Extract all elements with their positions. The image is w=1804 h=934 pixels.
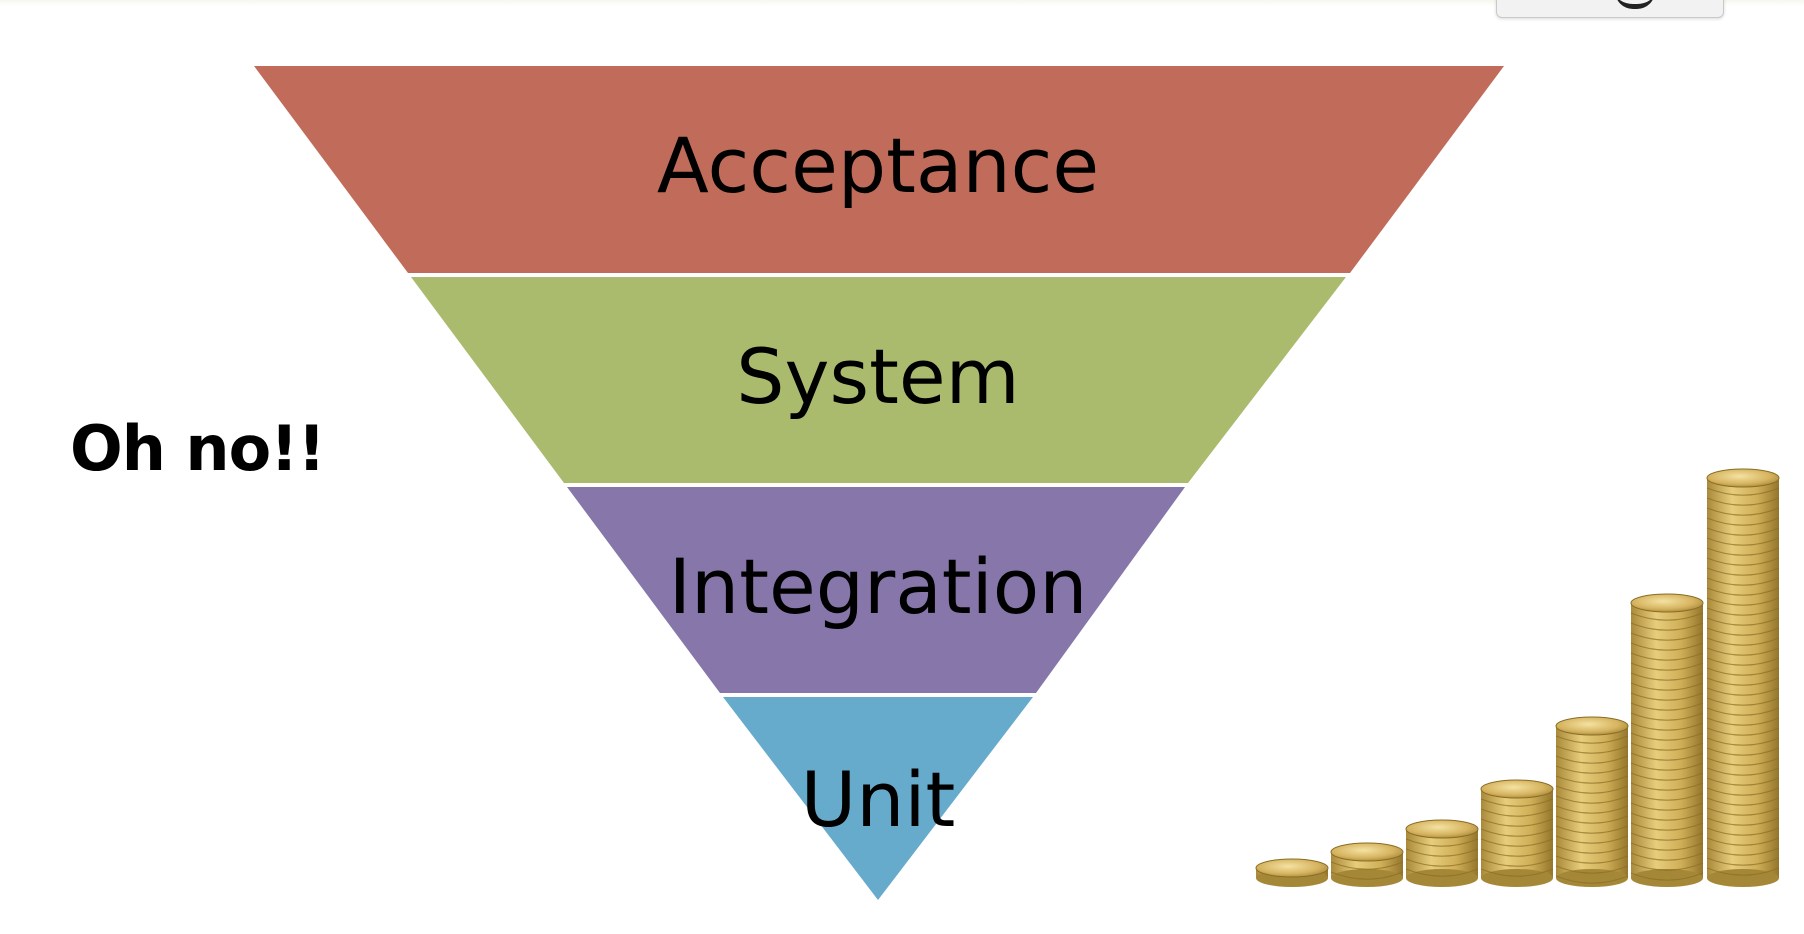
coin-stack xyxy=(1555,716,1629,887)
layer-acceptance-band xyxy=(254,66,1504,273)
top-edge-strip xyxy=(0,0,1804,6)
layer-unit-label: Unit xyxy=(801,755,956,844)
corner-widget[interactable] xyxy=(1496,0,1724,18)
layer-integration-label: Integration xyxy=(669,542,1088,631)
coin-stack xyxy=(1255,858,1329,887)
layer-acceptance-label: Acceptance xyxy=(657,121,1099,210)
coin-stack xyxy=(1706,468,1780,887)
stacked-coins-image xyxy=(1255,468,1780,887)
side-note-text: Oh no!! xyxy=(70,412,326,485)
layer-unit-band xyxy=(723,697,1033,900)
layer-system-band xyxy=(411,277,1346,483)
layer-integration-band xyxy=(567,487,1185,693)
coin-stack xyxy=(1330,842,1404,887)
layer-system-label: System xyxy=(736,332,1019,421)
corner-widget-icon xyxy=(1615,0,1655,9)
coin-stack xyxy=(1405,819,1479,887)
coin-stack xyxy=(1480,779,1554,887)
coin-stack xyxy=(1630,593,1704,887)
